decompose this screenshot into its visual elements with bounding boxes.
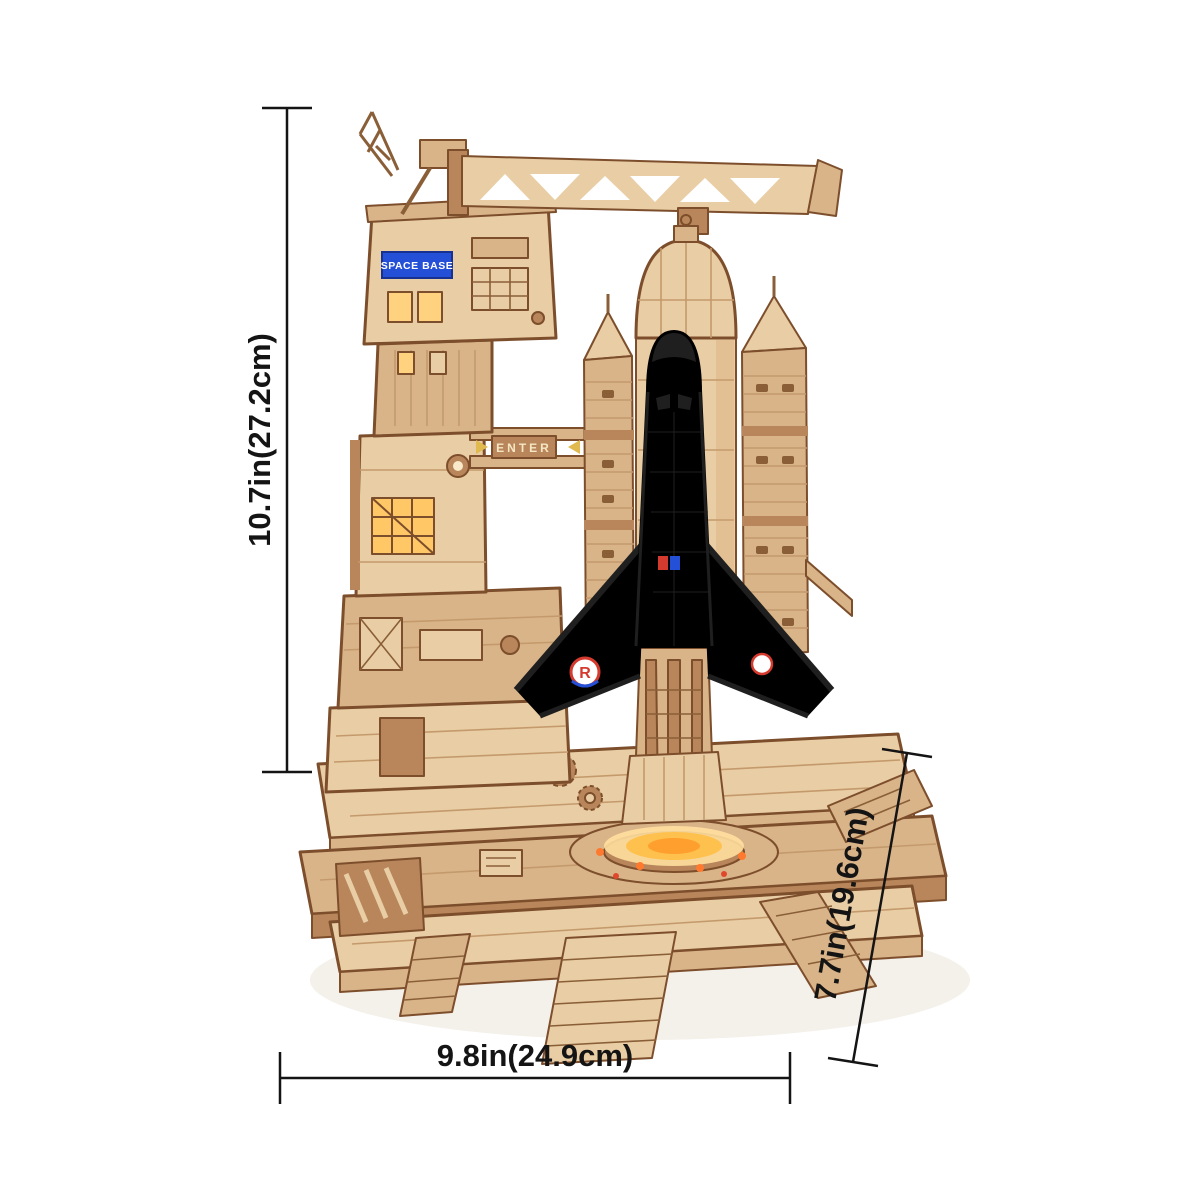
fuselage-flag-blue	[670, 556, 680, 570]
crane-boom-lattice	[480, 174, 780, 204]
bridge-chevron-left	[476, 440, 488, 454]
height-dimension: 10.7in(27.2cm)	[242, 106, 312, 774]
cockpit-window-left	[656, 394, 670, 410]
wing-right-leading-edge	[699, 538, 835, 692]
tower-door	[379, 717, 425, 777]
wing-left-leading-edge	[513, 538, 649, 692]
tower-pipe	[350, 440, 360, 590]
depth-tick-top	[881, 747, 933, 759]
dome-finial	[680, 214, 692, 226]
room-panel	[471, 267, 529, 311]
booster-left-cap	[583, 311, 633, 361]
enter-sign-label: ENTER	[496, 441, 552, 455]
side-ramp-treads	[843, 787, 911, 825]
deck-placard	[479, 849, 523, 877]
fuselage-edge-left	[634, 391, 650, 647]
booster-service-arm	[805, 559, 853, 617]
hazard-block	[335, 857, 425, 937]
dome-cap	[673, 225, 699, 243]
tower-vent-panel	[419, 629, 483, 661]
space-base-sign	[381, 251, 453, 279]
booster-left-band2	[584, 520, 634, 530]
wing-logo-small	[750, 652, 774, 676]
fuselage-panel-lines	[648, 412, 711, 646]
left-rail-ties	[403, 955, 465, 1001]
hazard-stripes	[343, 867, 409, 923]
antenna-mast	[358, 111, 400, 177]
enter-bridge: ENTER	[469, 427, 587, 469]
glow-core	[648, 838, 700, 854]
shuttle-wing-right	[702, 540, 832, 716]
pad-lights-amber	[596, 848, 746, 872]
space-base-sign-label: SPACE BASE	[381, 260, 454, 272]
neck-window-lit	[397, 351, 415, 375]
room-window-lit-1	[387, 291, 413, 323]
height-dimension-label: 10.7in(27.2cm)	[242, 333, 277, 547]
depth-dimension-line	[851, 752, 909, 1063]
booster-left-band1	[584, 430, 634, 440]
crane-strut	[400, 166, 432, 216]
engine-skirt-ribs	[643, 755, 705, 821]
room-panel-grid	[472, 268, 528, 310]
room-window-lit-2	[417, 291, 443, 323]
enter-sign	[491, 435, 557, 459]
tower-neck-ribs	[394, 350, 476, 426]
crane	[358, 111, 843, 258]
shuttle-orbiter: R	[513, 330, 835, 719]
depth-tick-bottom	[827, 1056, 879, 1068]
gear-small-hub	[584, 792, 596, 804]
pad-lights-red	[613, 871, 727, 879]
shuttle-wing-left	[516, 540, 646, 716]
wing-left-trailing-edge	[539, 673, 641, 719]
room-vent	[471, 237, 529, 259]
tower-hatch-cross	[359, 617, 403, 671]
width-dimension-label: 9.8in(24.9cm)	[437, 1038, 633, 1073]
bridge-chevron-right	[568, 440, 580, 454]
cockpit-window-right	[678, 394, 692, 410]
shuttle-nose-cap	[652, 333, 696, 362]
engine-fin-slats	[646, 689, 702, 787]
booster-right-band1	[742, 426, 808, 436]
tower-port-lens	[453, 461, 463, 471]
engine-glow	[596, 826, 746, 879]
booster-right-cap	[741, 295, 807, 353]
neck-window	[429, 351, 447, 375]
crane-boom-tip	[807, 159, 843, 217]
glow-grid-lines	[371, 497, 435, 555]
wing-right-trailing-edge	[707, 673, 809, 719]
center-rail-ties	[545, 953, 673, 1047]
tower-foot	[324, 696, 572, 794]
fuselage-flag-red	[658, 556, 668, 570]
fuselage-edge-right	[698, 391, 714, 647]
wing-logo-swoosh	[571, 679, 599, 688]
tower-port-lower	[500, 635, 520, 655]
wing-logo-letter: R	[579, 665, 591, 682]
booster-right-band2	[742, 516, 808, 526]
tower-foot-seams	[333, 725, 569, 763]
engine-skirt	[621, 751, 727, 825]
room-rivet	[531, 311, 545, 325]
booster-right	[741, 276, 853, 657]
tank-dome-ribs	[638, 242, 734, 338]
width-dimension: 9.8in(24.9cm)	[278, 1038, 792, 1104]
right-rail-ties	[775, 905, 861, 965]
center-rail-track	[541, 931, 677, 1065]
right-rail-track	[759, 891, 877, 999]
booster-right-slats	[744, 375, 808, 629]
deck-placard-marks	[486, 857, 516, 867]
